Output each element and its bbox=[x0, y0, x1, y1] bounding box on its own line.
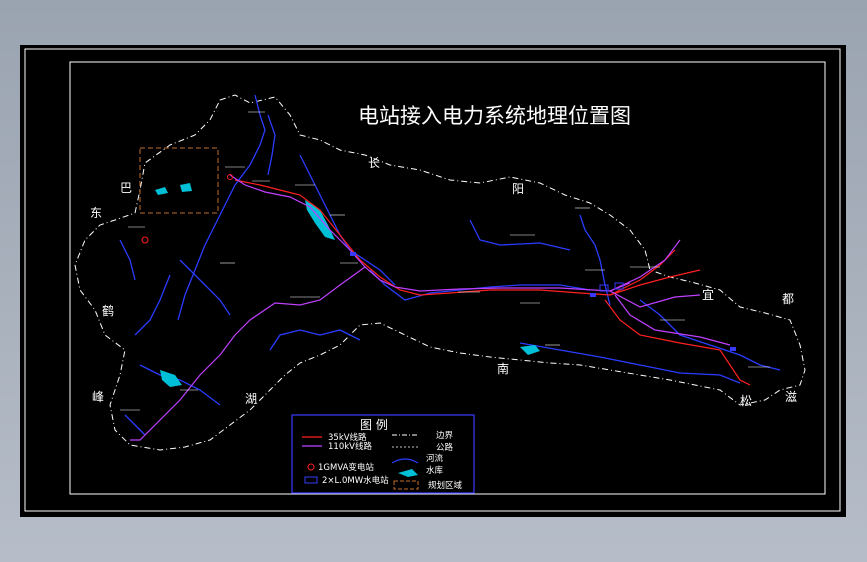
legend: 图 例 35kV线路 110kV线路 1GMVA变电站 2×L.0MW水电站 边… bbox=[291, 414, 475, 494]
region-label-du: 都 bbox=[782, 292, 794, 306]
stations bbox=[141, 174, 736, 351]
map-svg: 电站接入电力系统地理位置图 长 阳 巴 东 宜 都 南 峰 湖 松 滋 鹤 图 … bbox=[24, 48, 841, 512]
region-label-hu: 湖 bbox=[245, 391, 257, 406]
legend-heading: 图 例 bbox=[360, 418, 388, 432]
legend-line110-label: 110kV线路 bbox=[328, 441, 372, 452]
region-labels: 长 阳 巴 东 宜 都 南 峰 湖 松 滋 鹤 bbox=[90, 156, 797, 408]
legend-substation-swatch bbox=[307, 463, 315, 471]
boundary-line bbox=[74, 94, 806, 451]
legend-box bbox=[291, 414, 475, 494]
region-label-nan: 南 bbox=[497, 361, 509, 376]
legend-line35-label: 35kV线路 bbox=[328, 432, 367, 443]
line-110kv bbox=[130, 174, 731, 441]
region-label-dong: 东 bbox=[90, 206, 102, 220]
legend-reservoir-label: 水库 bbox=[426, 465, 444, 476]
line-35kv bbox=[234, 179, 751, 386]
inner-frame bbox=[69, 61, 826, 495]
region-label-ba: 巴 bbox=[120, 181, 132, 195]
map-title: 电站接入电力系统地理位置图 bbox=[358, 104, 631, 128]
legend-river-swatch bbox=[391, 458, 419, 464]
region-label-yang: 阳 bbox=[512, 182, 524, 196]
region-label-yi: 宜 bbox=[702, 287, 714, 302]
region-label-zi: 滋 bbox=[785, 390, 797, 404]
cad-drawing-area: 电站接入电力系统地理位置图 长 阳 巴 东 宜 都 南 峰 湖 松 滋 鹤 图 … bbox=[20, 45, 846, 517]
legend-hydro-label: 2×L.0MW水电站 bbox=[322, 475, 389, 486]
legend-planning-label: 规划区域 bbox=[428, 480, 463, 491]
planning-area bbox=[139, 147, 219, 214]
legend-reservoir-swatch bbox=[398, 469, 418, 477]
legend-hydro-swatch bbox=[304, 476, 318, 484]
annotation-marks bbox=[120, 111, 770, 411]
legend-boundary-label: 边界 bbox=[436, 430, 454, 441]
legend-planning-swatch bbox=[393, 480, 419, 490]
legend-substation-label: 1GMVA变电站 bbox=[318, 462, 374, 473]
legend-river-label: 河流 bbox=[426, 453, 444, 464]
region-label-feng: 峰 bbox=[92, 390, 104, 404]
region-label-chang: 长 bbox=[368, 156, 380, 170]
legend-road-label: 公路 bbox=[436, 442, 454, 453]
region-label-he: 鹤 bbox=[102, 303, 114, 318]
outer-frame bbox=[24, 48, 841, 512]
rivers bbox=[119, 94, 781, 436]
region-label-song: 松 bbox=[740, 394, 752, 408]
